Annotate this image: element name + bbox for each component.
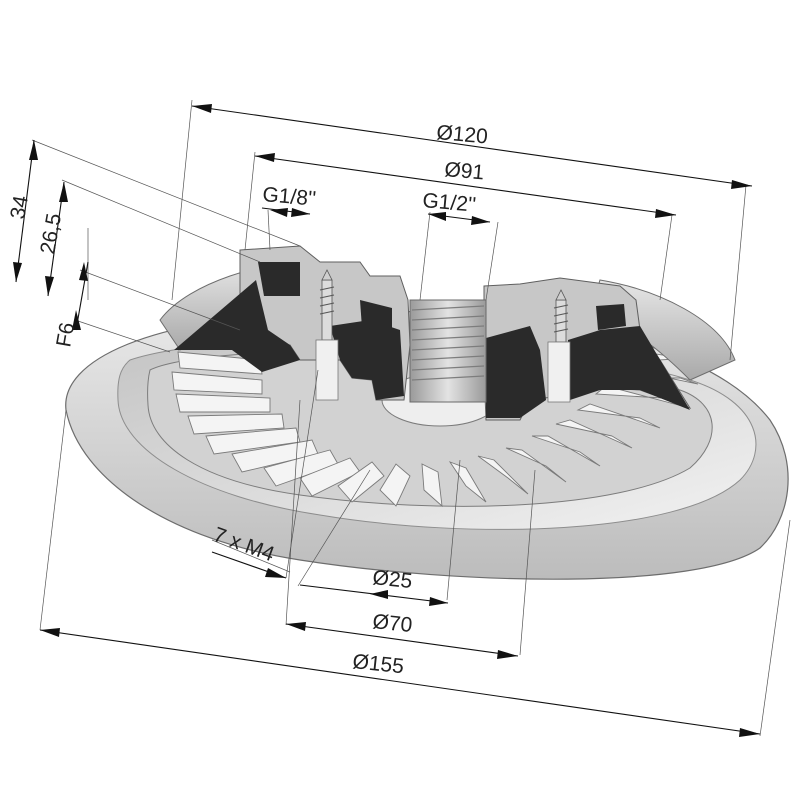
label-d155: Ø155 bbox=[351, 650, 404, 678]
dim-line-h34 bbox=[15, 139, 35, 283]
dim-line-d91 bbox=[254, 155, 677, 216]
black-small-left bbox=[360, 300, 392, 330]
dim-line-d70 bbox=[285, 623, 519, 657]
label-d25: Ø25 bbox=[371, 566, 413, 593]
screw-right bbox=[547, 289, 571, 403]
label-d70: Ø70 bbox=[371, 610, 413, 637]
black-section-right bbox=[568, 326, 690, 410]
dim-line-d155 bbox=[39, 629, 761, 735]
extension-lines bbox=[31, 99, 791, 737]
label-d120: Ø120 bbox=[436, 121, 489, 148]
radial-ribs bbox=[171, 349, 709, 508]
label-d91: Ø91 bbox=[444, 158, 486, 184]
label-h34: 34 bbox=[6, 194, 33, 221]
label-f6: F6 bbox=[52, 321, 79, 349]
thread-grooves bbox=[411, 305, 485, 381]
black-insert-left bbox=[258, 262, 300, 296]
suction-cup-body bbox=[65, 245, 789, 580]
black-block-right bbox=[486, 326, 546, 418]
black-block-left bbox=[330, 320, 404, 400]
screw-left bbox=[315, 269, 339, 401]
dimension-arrows bbox=[13, 104, 760, 737]
threaded-bore bbox=[409, 299, 487, 403]
label-h265: 26,5 bbox=[36, 212, 66, 256]
label-g12: G1/2'' bbox=[422, 189, 477, 217]
dim-line-d120 bbox=[191, 105, 753, 187]
label-g18: G1/8'' bbox=[262, 183, 317, 211]
black-section-left bbox=[174, 280, 300, 372]
black-insert-right bbox=[596, 304, 626, 330]
